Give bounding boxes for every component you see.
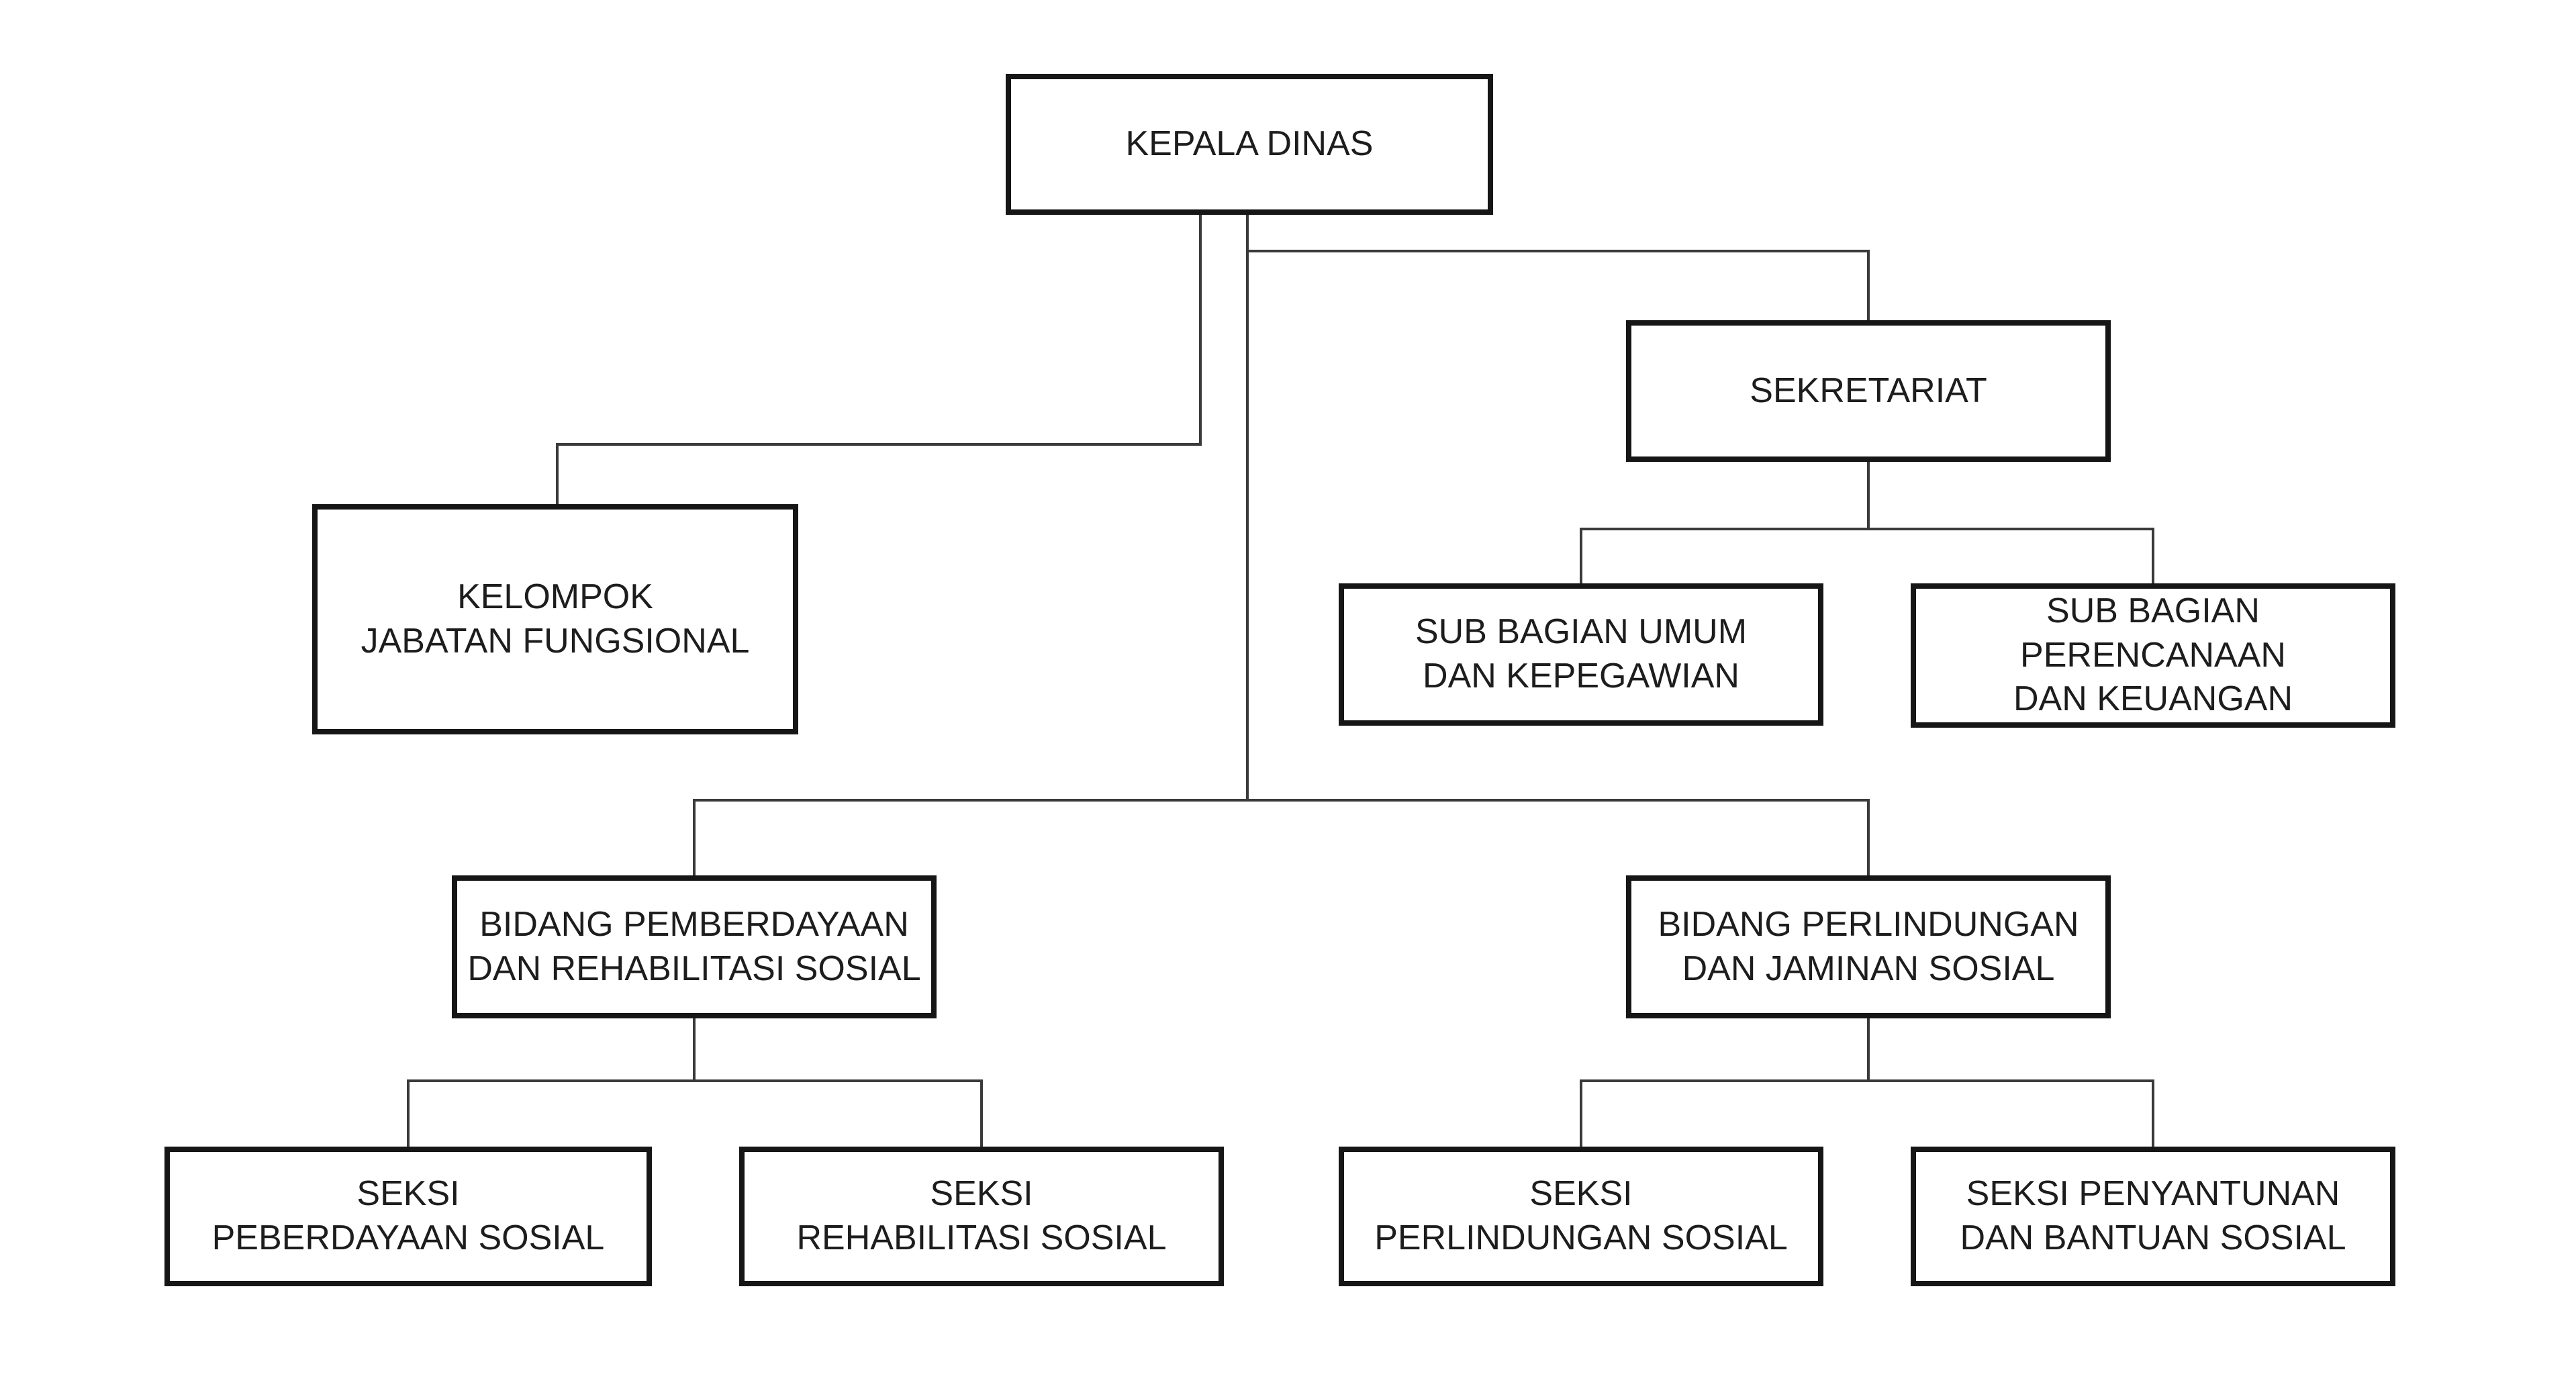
connector-sub-bagian-perencanaan-vertical	[2152, 528, 2154, 586]
connector-bidang-level-horizontal	[693, 799, 1870, 802]
node-sub-bagian-umum: SUB BAGIAN UMUM DAN KEPEGAWIAN	[1339, 583, 1823, 726]
connector-kepala-to-kelompok-vertical-upper	[1199, 213, 1202, 446]
node-seksi-peberdayaan: SEKSI PEBERDAYAAN SOSIAL	[164, 1147, 652, 1286]
connector-sub-bagian-umum-vertical	[1580, 528, 1582, 586]
connector-kepala-to-sekretariat-horizontal	[1246, 250, 1870, 252]
node-kelompok-jabatan-fungsional: KELOMPOK JABATAN FUNGSIONAL	[312, 504, 798, 734]
connector-seksi-perlindungan-vertical	[1580, 1079, 1582, 1149]
connector-perlindungan-children-horizontal	[1580, 1079, 2154, 1082]
connector-kepala-to-kelompok-horizontal	[556, 443, 1202, 446]
node-sub-bagian-perencanaan: SUB BAGIAN PERENCANAAN DAN KEUANGAN	[1911, 583, 2395, 728]
node-kepala-dinas: KEPALA DINAS	[1006, 74, 1493, 215]
connector-kepala-main-trunk-vertical	[1246, 213, 1249, 802]
connector-kepala-to-kelompok-vertical-lower	[556, 443, 559, 507]
connector-kepala-to-sekretariat-vertical	[1867, 250, 1870, 323]
connector-seksi-peberdayaan-vertical	[407, 1079, 410, 1149]
connector-bidang-pemberdayaan-vertical	[693, 799, 696, 878]
connector-seksi-penyantunan-vertical	[2152, 1079, 2154, 1149]
node-sekretariat: SEKRETARIAT	[1626, 320, 2111, 462]
connector-pemberdayaan-children-horizontal	[407, 1079, 983, 1082]
connector-bidang-perlindungan-vertical	[1867, 799, 1870, 878]
node-bidang-perlindungan: BIDANG PERLINDUNGAN DAN JAMINAN SOSIAL	[1626, 875, 2111, 1018]
node-seksi-penyantunan: SEKSI PENYANTUNAN DAN BANTUAN SOSIAL	[1911, 1147, 2395, 1286]
node-bidang-pemberdayaan: BIDANG PEMBERDAYAAN DAN REHABILITASI SOS…	[452, 875, 937, 1018]
connector-seksi-rehabilitasi-vertical	[980, 1079, 983, 1149]
node-seksi-rehabilitasi: SEKSI REHABILITASI SOSIAL	[739, 1147, 1224, 1286]
node-seksi-perlindungan: SEKSI PERLINDUNGAN SOSIAL	[1339, 1147, 1823, 1286]
connector-sekretariat-drop-vertical	[1867, 459, 1870, 530]
connector-bidang-perlindungan-drop-vertical	[1867, 1016, 1870, 1082]
connector-sekretariat-children-horizontal	[1580, 528, 2154, 530]
connector-bidang-pemberdayaan-drop-vertical	[693, 1016, 696, 1082]
